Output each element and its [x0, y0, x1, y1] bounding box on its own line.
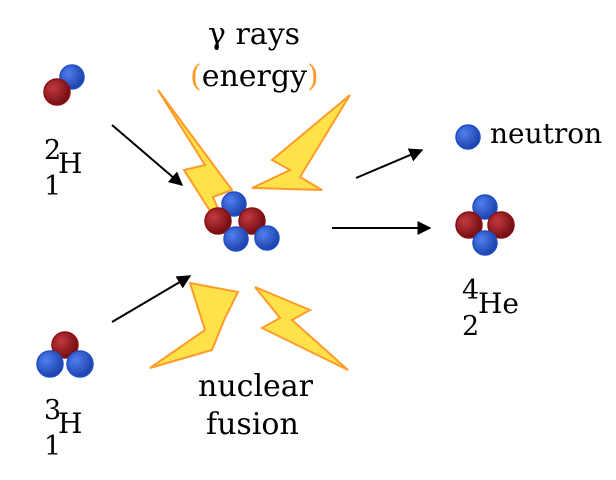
arrow-tritium-in	[111, 275, 192, 323]
central-combined-nucleus	[204, 191, 280, 252]
lightning-bolt-bottom-left	[149, 281, 240, 369]
deuterium-nucleus	[43, 64, 85, 106]
gamma-rays-label: γ rays	[208, 17, 301, 52]
helium-atomic-number: 2	[462, 311, 480, 342]
nuclear-label: nuclear	[198, 369, 314, 404]
helium-symbol: He	[478, 287, 519, 320]
helium-mass-number: 4	[462, 275, 480, 306]
deuterium-mass-number: 2	[44, 135, 62, 166]
arrow-neutron-out	[355, 148, 424, 179]
tritium-nucleus	[36, 331, 94, 378]
lightning-bolt-bottom-right	[254, 286, 349, 371]
helium-nucleus	[455, 194, 515, 256]
deuterium-atomic-number: 1	[44, 171, 62, 202]
tritium-atomic-number: 1	[44, 431, 62, 462]
deuterium-notation: 2 H 1	[44, 135, 124, 205]
tritium-symbol: H	[58, 407, 83, 440]
fusion-label: fusion	[206, 407, 299, 442]
lightning-bolt-top-right	[251, 94, 351, 191]
helium-notation: 4 He 2	[462, 275, 542, 345]
neutron-label: neutron	[490, 117, 603, 150]
free-neutron	[455, 124, 481, 150]
arrow-deuterium-in	[111, 124, 184, 186]
energy-open-paren: (	[190, 59, 202, 94]
tritium-notation: 3 H 1	[44, 395, 124, 465]
energy-close-paren: )	[307, 59, 319, 94]
energy-word: energy	[201, 59, 308, 94]
deuterium-symbol: H	[58, 147, 83, 180]
tritium-mass-number: 3	[44, 395, 62, 426]
energy-label: (energy)	[190, 62, 319, 92]
